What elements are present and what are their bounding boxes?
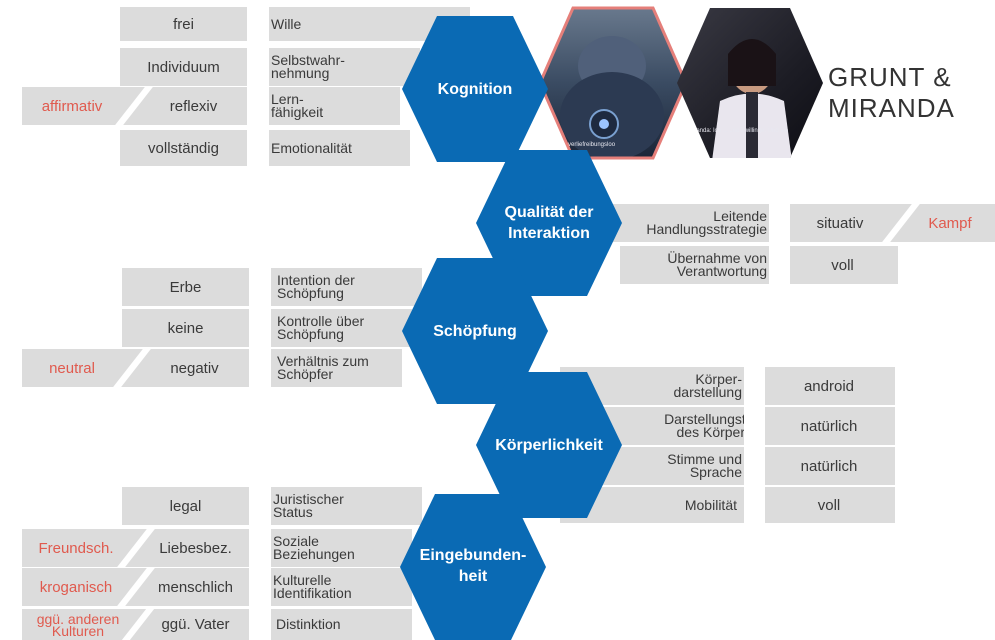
column-divider [247, 0, 269, 170]
row-bar [122, 487, 422, 525]
value-darstellungsstil: natürlich [800, 417, 858, 435]
alt-distinktion: ggü. anderen Kulturen [36, 610, 120, 639]
row-bar [22, 349, 402, 387]
row-bar [585, 407, 895, 445]
hex-eingebundenheit [400, 494, 546, 640]
property-handlungsstrategie: Leitende Handlungsstrategie [646, 208, 767, 237]
value-mobilitaet: voll [817, 496, 841, 514]
property-soziale-beziehungen: Soziale Beziehungen [273, 533, 355, 562]
row-bar [22, 568, 412, 606]
grunt-caption: verliefreibungsloo [568, 142, 616, 148]
column-divider [744, 363, 765, 527]
property-stimme: Stimme und Sprache [667, 451, 742, 480]
property-mobilitaet: Mobilität [684, 496, 737, 513]
property-lernfaehigkeit: Lern- fähigkeit [271, 91, 324, 120]
value-distinktion: ggü. Vater [161, 616, 230, 633]
miranda-portrait: Miranda: Ich ... und Zwillinge: Und sie [677, 8, 823, 158]
property-kulturelle-identifikation: Kulturelle Identifikation [273, 572, 352, 601]
row-bar [120, 48, 420, 86]
alt-kulturelle-identifikation: kroganisch [39, 578, 113, 596]
alt-soziale-beziehungen: Freundsch. [38, 539, 114, 557]
value-intention: Erbe [169, 278, 202, 296]
value-handlungsstrategie: situativ [816, 214, 864, 232]
row-bar [560, 487, 895, 523]
value-verhaeltnis: negativ [170, 359, 219, 377]
value-lernfaehigkeit: reflexiv [169, 97, 218, 115]
property-juristisch: Juristischer Status [273, 491, 344, 520]
value-kontrolle: keine [167, 319, 204, 337]
row-bar [120, 7, 470, 41]
grunt-portrait: verliefreibungsloo [540, 6, 688, 160]
value-emotionalitaet: vollständig [148, 139, 219, 157]
property-intention: Intention der Schöpfung [277, 272, 355, 301]
row-bar [560, 367, 895, 405]
column-divider [769, 200, 790, 288]
value-juristisch: legal [169, 497, 202, 515]
row-bar [122, 268, 422, 306]
row-bar [585, 447, 895, 485]
column-divider [249, 262, 271, 392]
property-koerperdarstellung: Körper- darstellung [673, 371, 743, 400]
property-verantwortung: Übernahme von Verantwortung [667, 250, 767, 279]
label-schoepfung: Schöpfung [433, 322, 517, 340]
property-wille: Wille [271, 15, 302, 32]
label-koerperlichkeit: Körperlichkeit [495, 436, 603, 454]
value-wille: frei [173, 15, 194, 33]
row-bar [22, 87, 400, 125]
label-eingebundenheit: Eingebunden- heit [419, 547, 527, 585]
row-bar [600, 204, 995, 242]
row-bar [620, 246, 898, 284]
value-soziale-beziehungen: Liebesbez. [159, 539, 232, 557]
property-emotionalitaet: Emotionalität [271, 139, 352, 156]
row-bar [22, 609, 412, 640]
hex-schoepfung [402, 258, 548, 404]
value-stimme: natürlich [800, 457, 858, 475]
alt-verhaeltnis: neutral [49, 359, 95, 377]
value-verantwortung: voll [831, 256, 854, 274]
label-kognition: Kognition [437, 80, 513, 98]
hex-kognition [402, 16, 548, 162]
page-title: GRUNT & MIRANDA [828, 62, 955, 123]
property-verhaeltnis: Verhältnis zum Schöpfer [277, 353, 369, 382]
value-koerperdarstellung: android [803, 377, 855, 395]
value-selbstwahrnehmung: Individuum [147, 58, 220, 76]
portrait-images: verliefreibungsloo Miranda: Ich ... und … [540, 6, 823, 160]
alt-lernfaehigkeit: affirmativ [41, 97, 103, 115]
column-divider [249, 482, 271, 640]
property-darstellungsstil: Darstellungstil des Körpers [664, 411, 752, 440]
row-bar [22, 529, 412, 567]
hex-koerperlichkeit [476, 372, 622, 518]
property-distinktion: Distinktion [276, 616, 341, 632]
alt-handlungsstrategie: Kampf [928, 214, 972, 232]
miranda-caption: Miranda: Ich ... und Zwillinge: Und sie [688, 128, 789, 134]
property-kontrolle: Kontrolle über Schöpfung [277, 313, 365, 342]
property-selbstwahrnehmung: Selbstwahr- nehmung [271, 52, 345, 81]
label-interaktion: Qualität der Interaktion [504, 204, 594, 242]
value-kulturelle-identifikation: menschlich [157, 578, 234, 596]
